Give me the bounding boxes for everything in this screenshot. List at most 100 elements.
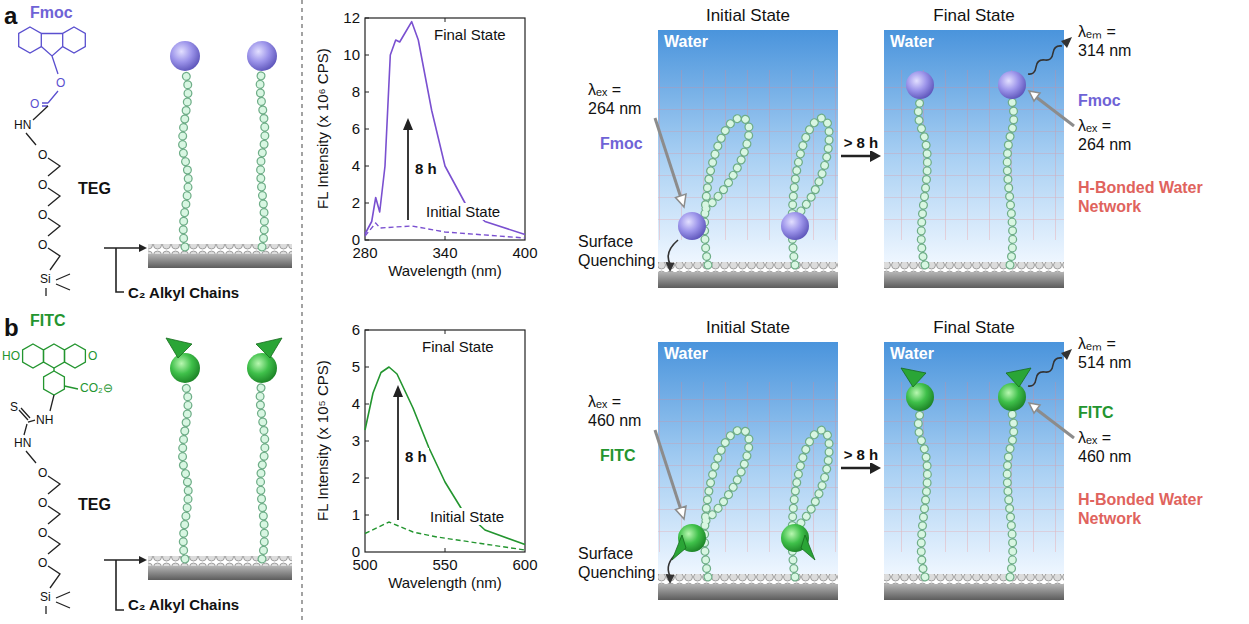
- figure-label: HN: [14, 436, 31, 450]
- art-polygon: [65, 344, 86, 368]
- art-path: [41, 34, 62, 75]
- art-polygon: [403, 118, 413, 130]
- figure-label: λₑₓ = 264 nm: [1078, 116, 1142, 154]
- art-circle: [170, 41, 200, 71]
- figure-label: C₂ Alkyl Chains: [128, 596, 239, 613]
- figure-label: Wavelength (nm): [388, 574, 502, 591]
- figure-label: HO: [2, 349, 20, 363]
- figure-label: λₑₓ = 264 nm: [588, 80, 652, 118]
- figure-label: 340: [432, 244, 457, 261]
- time-arrow: [841, 462, 881, 474]
- art-circle: [906, 71, 934, 99]
- panel-heading: Initial State: [658, 6, 838, 26]
- arrow-head: [139, 244, 147, 252]
- art-polygon: [63, 27, 86, 53]
- figure-label: FITC: [30, 312, 66, 330]
- art-polygon: [393, 385, 403, 397]
- panel-divider: [301, 0, 302, 624]
- figure-label: Initial State: [424, 203, 502, 220]
- figure-label: O: [38, 496, 47, 510]
- edge-label: > 8 h: [842, 446, 881, 463]
- figure-label: O: [38, 208, 47, 222]
- art-polygon: [44, 344, 65, 368]
- figure-label: O: [38, 526, 47, 540]
- figure-label: 12: [343, 9, 360, 26]
- figure-label: O: [38, 238, 47, 252]
- spectrum-chart: [365, 18, 525, 240]
- figure-label: Surface Quenching: [578, 232, 654, 270]
- figure-label: λₑₘ = 514 nm: [1078, 334, 1142, 372]
- figure-label: 400: [512, 244, 537, 261]
- figure-label: 10: [343, 46, 360, 63]
- figure-label: λₑₓ = 460 nm: [1078, 428, 1142, 466]
- figure-label: 3: [352, 432, 360, 449]
- art-circle: [906, 383, 934, 411]
- fmoc-spheres: [170, 41, 1026, 240]
- figure-label: Si: [40, 272, 51, 286]
- teg-chain-bonds: [26, 451, 70, 614]
- panel-heading: Initial State: [658, 318, 838, 338]
- panel-heading: Final State: [884, 318, 1064, 338]
- art-path: [365, 22, 525, 235]
- art-circle: [678, 212, 706, 240]
- figure-label: 2: [352, 469, 360, 486]
- figure-label: Si: [40, 590, 51, 604]
- art-path: [54, 368, 78, 389]
- figure-label: Fmoc: [30, 4, 73, 22]
- art-circle: [998, 383, 1026, 411]
- water-label: Water: [890, 33, 934, 51]
- figure-label: Final State: [432, 26, 508, 43]
- figure-label: 8 h: [403, 448, 429, 465]
- figure-label: 8: [352, 83, 360, 100]
- art-path: [166, 338, 192, 358]
- art-line: [841, 155, 872, 158]
- figure-label: 5: [352, 358, 360, 375]
- state-panel: Initial StateWater: [658, 6, 838, 288]
- figure-label: Wavelength (nm): [388, 262, 502, 279]
- figure-label: FITC: [1078, 404, 1114, 422]
- art-path: [801, 535, 815, 560]
- art-circle: [998, 71, 1026, 99]
- art-circle: [247, 353, 277, 383]
- art-path: [42, 91, 58, 106]
- figure-label: Surface Quenching: [578, 544, 654, 582]
- arrow-head: [139, 556, 147, 564]
- panel-heading: Final State: [884, 6, 1064, 26]
- art-polygon: [870, 462, 881, 474]
- figure-label: H-Bonded Water Network: [1078, 178, 1208, 216]
- fmoc-structure: [19, 27, 86, 120]
- art-polygon: [23, 344, 44, 368]
- water-label: Water: [664, 33, 708, 51]
- water-label: Water: [890, 345, 934, 363]
- art-circle: [781, 212, 809, 240]
- figure-label: 600: [512, 556, 537, 573]
- figure-label: FL Intensity (x 10⁶ CPS): [313, 49, 330, 210]
- figure-label: O: [38, 556, 47, 570]
- figure-label: NH: [36, 413, 53, 427]
- figure-label: O: [88, 349, 97, 363]
- art-line: [841, 467, 872, 470]
- figure-label: 500: [352, 556, 377, 573]
- art-path: [901, 368, 926, 387]
- art-path: [365, 223, 525, 238]
- figure-label: 8 h: [413, 160, 439, 177]
- figure-label: C₂ Alkyl Chains: [128, 284, 239, 301]
- figure-label: O: [30, 97, 39, 111]
- figure-label: b: [4, 314, 19, 342]
- time-arrow: [841, 150, 881, 162]
- art-path: [365, 367, 525, 545]
- art-path: [50, 395, 54, 411]
- figure-label: Fmoc: [1078, 92, 1121, 110]
- figure-label: O: [38, 178, 47, 192]
- art-rect: [365, 18, 525, 240]
- art-path: [397, 395, 399, 520]
- art-circle: [170, 353, 200, 383]
- art-path: [365, 522, 525, 550]
- art-polygon: [44, 371, 65, 395]
- figure-label: Final State: [420, 338, 496, 355]
- spectrum-chart: [365, 330, 525, 552]
- surface-schematic: [148, 30, 1074, 288]
- figure-label: 2: [352, 194, 360, 211]
- figure-label: 6: [352, 321, 360, 338]
- figure-label: Fmoc: [600, 135, 643, 153]
